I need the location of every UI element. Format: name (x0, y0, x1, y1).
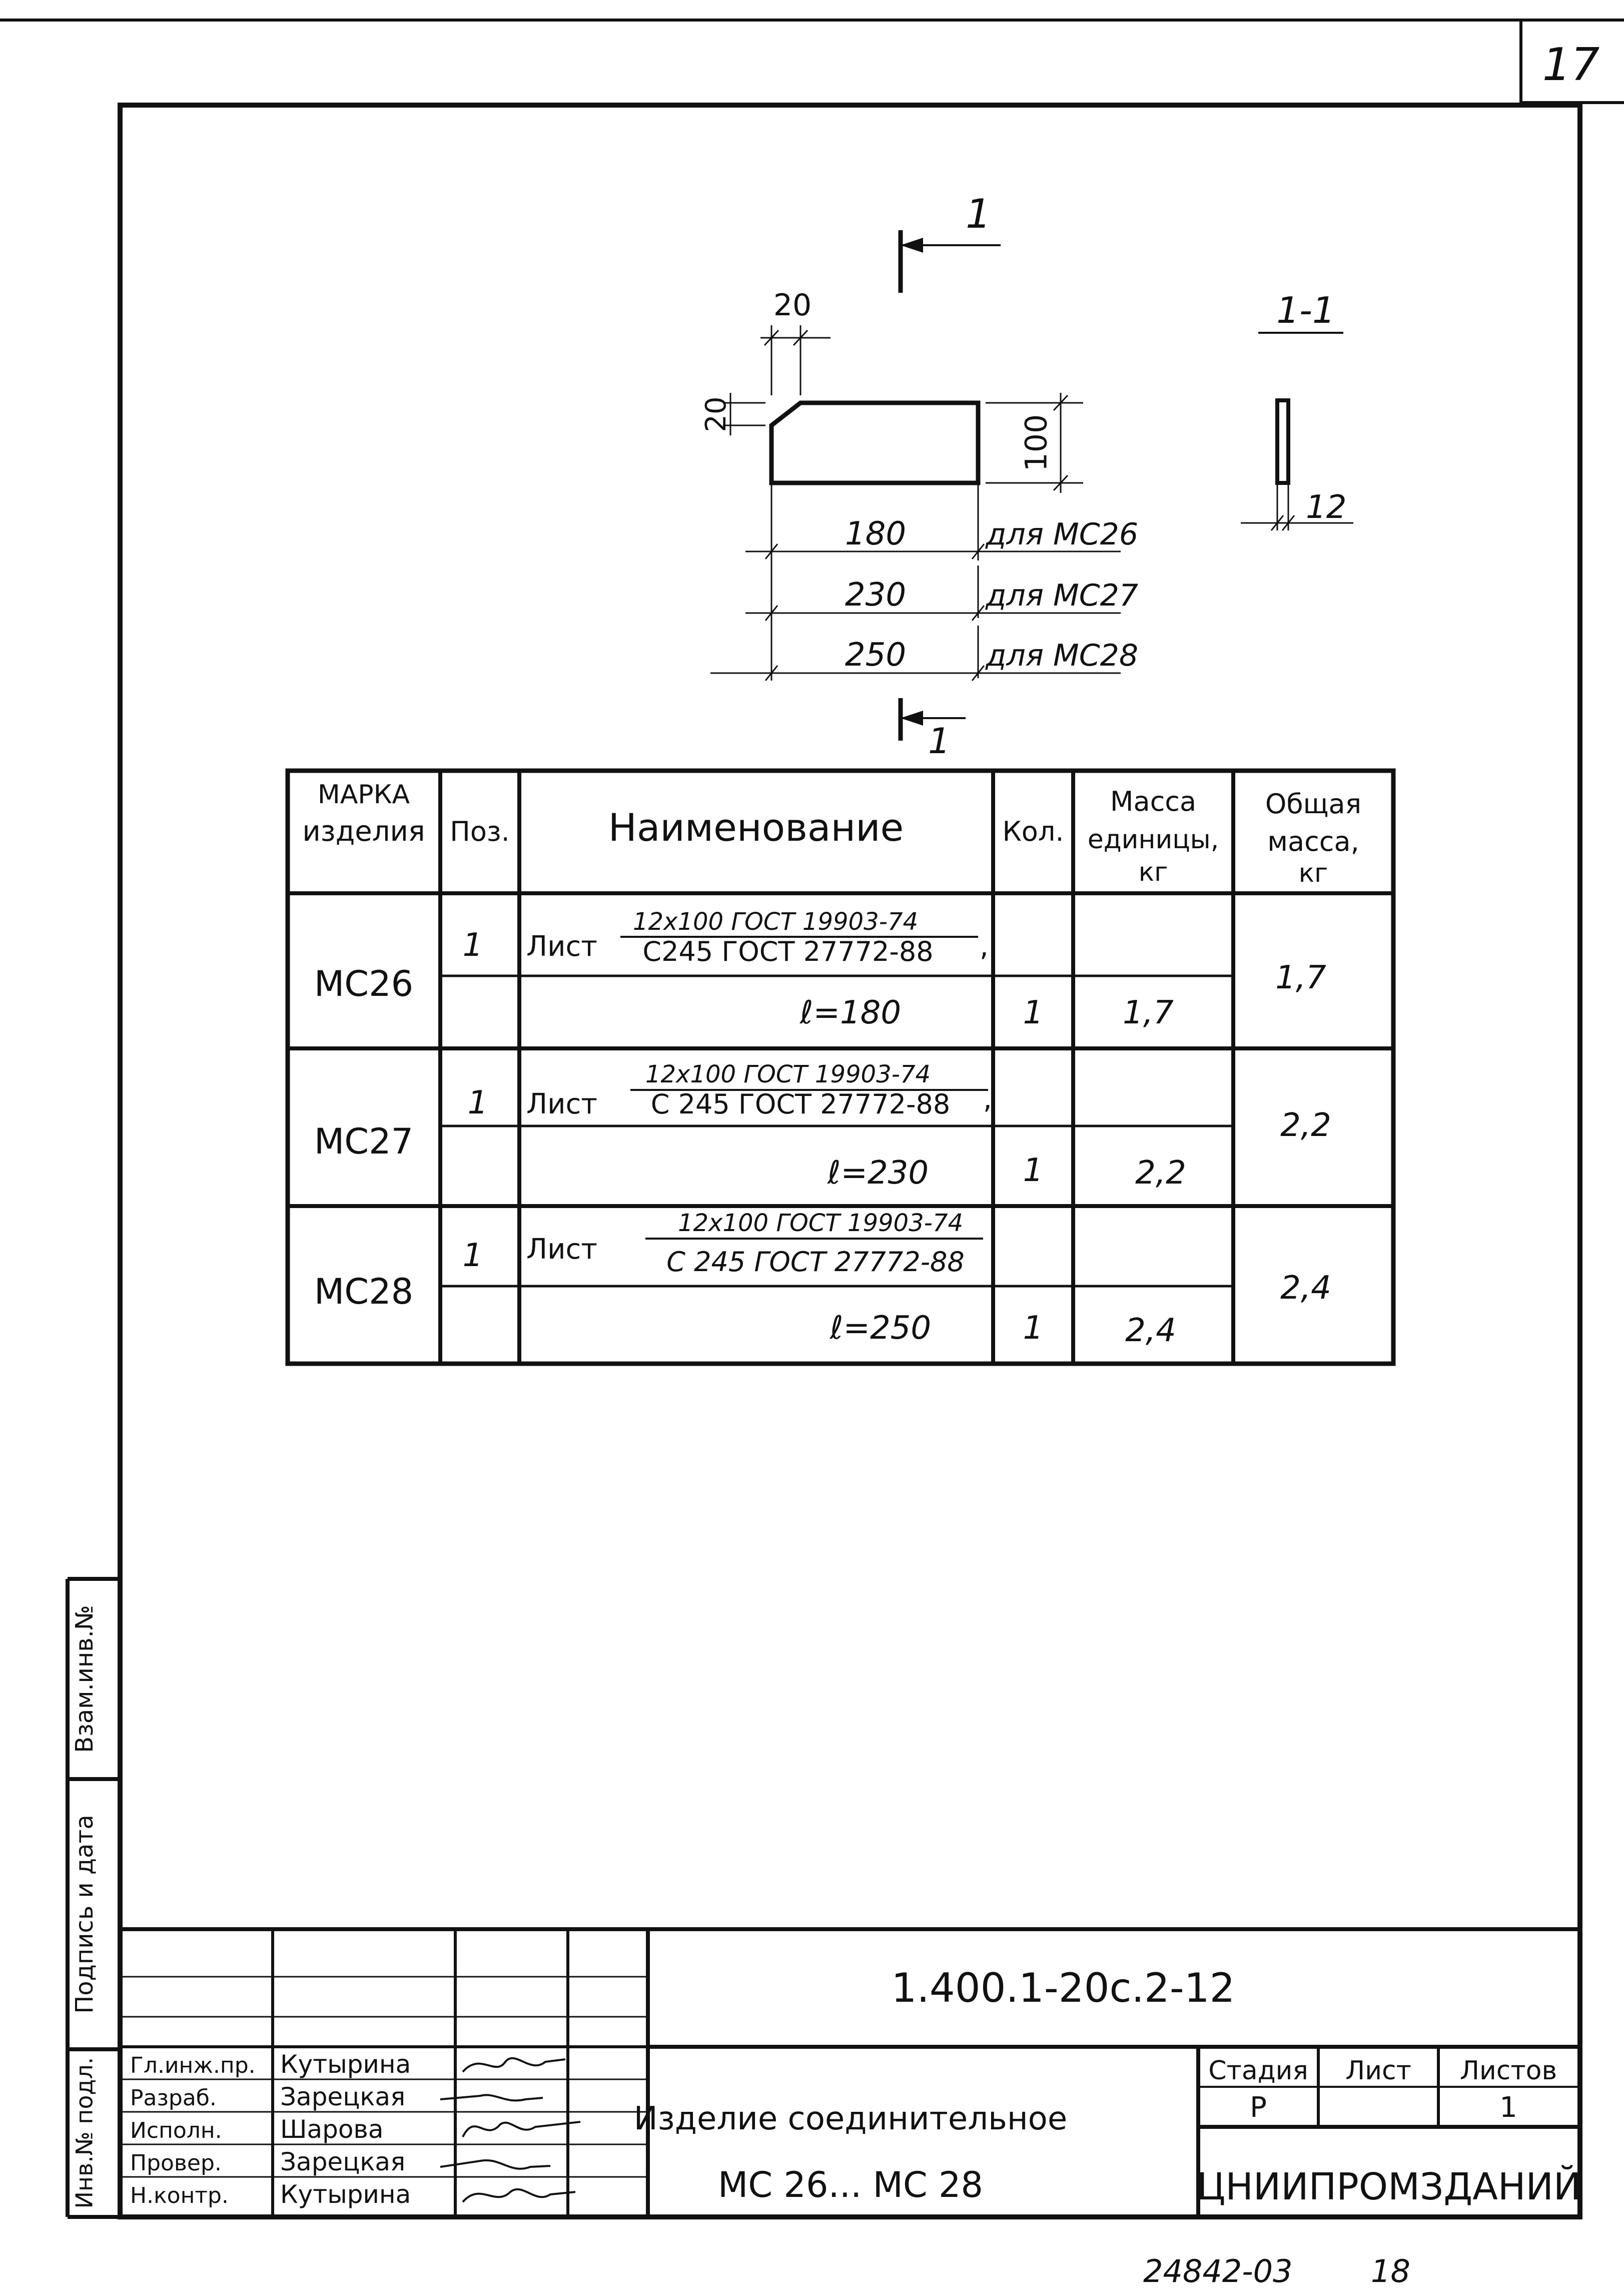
main-frame (118, 103, 1582, 2219)
section-profile (1275, 398, 1290, 485)
footer-number: 24842-03 (1143, 2253, 1293, 2289)
length-value-2: 230 (845, 577, 906, 614)
row-length: ℓ=230 (827, 1155, 929, 1192)
footer-page: 18 (1371, 2253, 1410, 2289)
header-name: Наименование (608, 805, 904, 850)
section-mark-top: 1 (966, 191, 991, 237)
dim-height: 100 (1019, 414, 1054, 472)
header-unit-mass-1: Масса (1110, 786, 1196, 817)
person-name: Кутырина (280, 2050, 411, 2079)
person-role: Разраб. (130, 2085, 217, 2111)
row-frac-bottom: С 245 ГОСТ 27772-88 (651, 1088, 950, 1120)
table-row: МС26 1 Лист 12х100 ГОСТ 19903-74 С245 ГО… (314, 908, 1326, 1031)
sheets-value: 1 (1499, 2091, 1517, 2124)
drawing-title-line1: Изделие соединительное (634, 2100, 1067, 2137)
length-value-3: 250 (845, 637, 906, 674)
length-value-1: 180 (845, 515, 906, 552)
row-qty: 1 (1023, 994, 1044, 1031)
row-sep: , (983, 1083, 992, 1115)
row-unit-mass: 1,7 (1123, 994, 1174, 1031)
organization: ЦНИИПРОМЗДАНИЙ (1197, 2164, 1581, 2208)
person-role: Исполн. (130, 2118, 222, 2143)
length-label-2: для МС27 (985, 578, 1138, 613)
row-frac-top: 12х100 ГОСТ 19903-74 (678, 1209, 963, 1237)
row-item: Лист (526, 1233, 597, 1266)
dim-chamfer-height: 20 (700, 396, 732, 432)
row-total-mass: 1,7 (1275, 959, 1326, 996)
dim-thickness: 12 (1306, 489, 1346, 526)
person-name: Зарецкая (280, 2147, 405, 2176)
drawing-title-line2: МС 26... МС 28 (718, 2164, 983, 2205)
row-length: ℓ=250 (830, 1310, 931, 1347)
person-role: Провер. (130, 2150, 222, 2176)
header-total-mass-3: кг (1299, 858, 1328, 888)
row-item: Лист (526, 1088, 597, 1120)
length-label-1: для МС26 (985, 517, 1138, 552)
plate-outline (769, 400, 981, 485)
stamp-podpis: Подпись и дата (71, 1815, 99, 2014)
drawing-designation: 1.400.1-20с.2-12 (892, 1965, 1235, 2011)
person-name: Шарова (280, 2115, 384, 2144)
table-row: МС27 1 Лист 12х100 ГОСТ 19903-74 С 245 Г… (314, 1060, 1331, 1192)
row-qty: 1 (1023, 1310, 1044, 1347)
person-name: Кутырина (280, 2180, 411, 2209)
header-qty: Кол. (1002, 816, 1064, 847)
side-stamp: Взам.инв.№ Подпись и дата Инв.№ подл. (66, 1577, 120, 2219)
row-sep: , (980, 930, 989, 963)
section-title: 1-1 (1276, 289, 1335, 331)
row-mark: МС27 (314, 1121, 413, 1162)
stage-value: Р (1250, 2091, 1267, 2124)
row-unit-mass: 2,2 (1135, 1155, 1186, 1192)
row-pos: 1 (463, 1237, 483, 1274)
stage-label: Стадия (1208, 2056, 1308, 2086)
part-drawing: 1 20 20 100 180 для МС26 (700, 191, 1353, 762)
header-mark-line1: МАРКА (318, 780, 410, 810)
row-mark: МС26 (314, 963, 413, 1004)
header-unit-mass-2: единицы, (1088, 825, 1219, 855)
header-total-mass-2: масса, (1267, 826, 1359, 857)
signature-marks (440, 2057, 581, 2203)
header-mark-line2: изделия (302, 815, 425, 848)
row-unit-mass: 2,4 (1125, 1312, 1176, 1349)
header-total-mass-1: Общая (1265, 788, 1361, 820)
row-pos: 1 (468, 1084, 488, 1121)
header-pos: Поз. (450, 816, 510, 847)
person-role: Н.контр. (130, 2183, 229, 2208)
table-row: МС28 1 Лист 12х100 ГОСТ 19903-74 С 245 Г… (314, 1209, 1331, 1349)
header-unit-mass-3: кг (1139, 857, 1168, 887)
section-mark-bottom: 1 (928, 721, 951, 762)
row-length: ℓ=180 (799, 994, 901, 1031)
stamp-inv: Инв.№ подл. (71, 2057, 98, 2209)
row-pos: 1 (463, 927, 483, 964)
length-label-3: для МС28 (985, 638, 1138, 673)
person-name: Зарецкая (280, 2082, 405, 2111)
row-total-mass: 2,2 (1280, 1107, 1331, 1144)
sheet-number-top: 17 (1542, 39, 1600, 91)
row-mark: МС28 (314, 1271, 413, 1312)
row-frac-bottom: С 245 ГОСТ 27772-88 (666, 1246, 965, 1278)
dim-chamfer-width: 20 (773, 288, 811, 323)
row-total-mass: 2,4 (1280, 1270, 1331, 1307)
sheets-label: Листов (1460, 2056, 1557, 2086)
row-item: Лист (526, 930, 597, 963)
row-frac-top: 12х100 ГОСТ 19903-74 (645, 1060, 931, 1088)
title-block: Гл.инж.пр. Кутырина Разраб. Зарецкая Исп… (120, 1927, 1581, 2217)
row-frac-top: 12х100 ГОСТ 19903-74 (633, 908, 918, 936)
spec-table: МАРКА изделия Поз. Наименование Кол. Мас… (285, 768, 1396, 1366)
sheet-label: Лист (1345, 2056, 1411, 2086)
person-role: Гл.инж.пр. (130, 2053, 256, 2078)
stamp-vzam: Взам.инв.№ (71, 1605, 99, 1753)
row-qty: 1 (1023, 1152, 1044, 1189)
row-frac-bottom: С245 ГОСТ 27772-88 (642, 936, 933, 967)
